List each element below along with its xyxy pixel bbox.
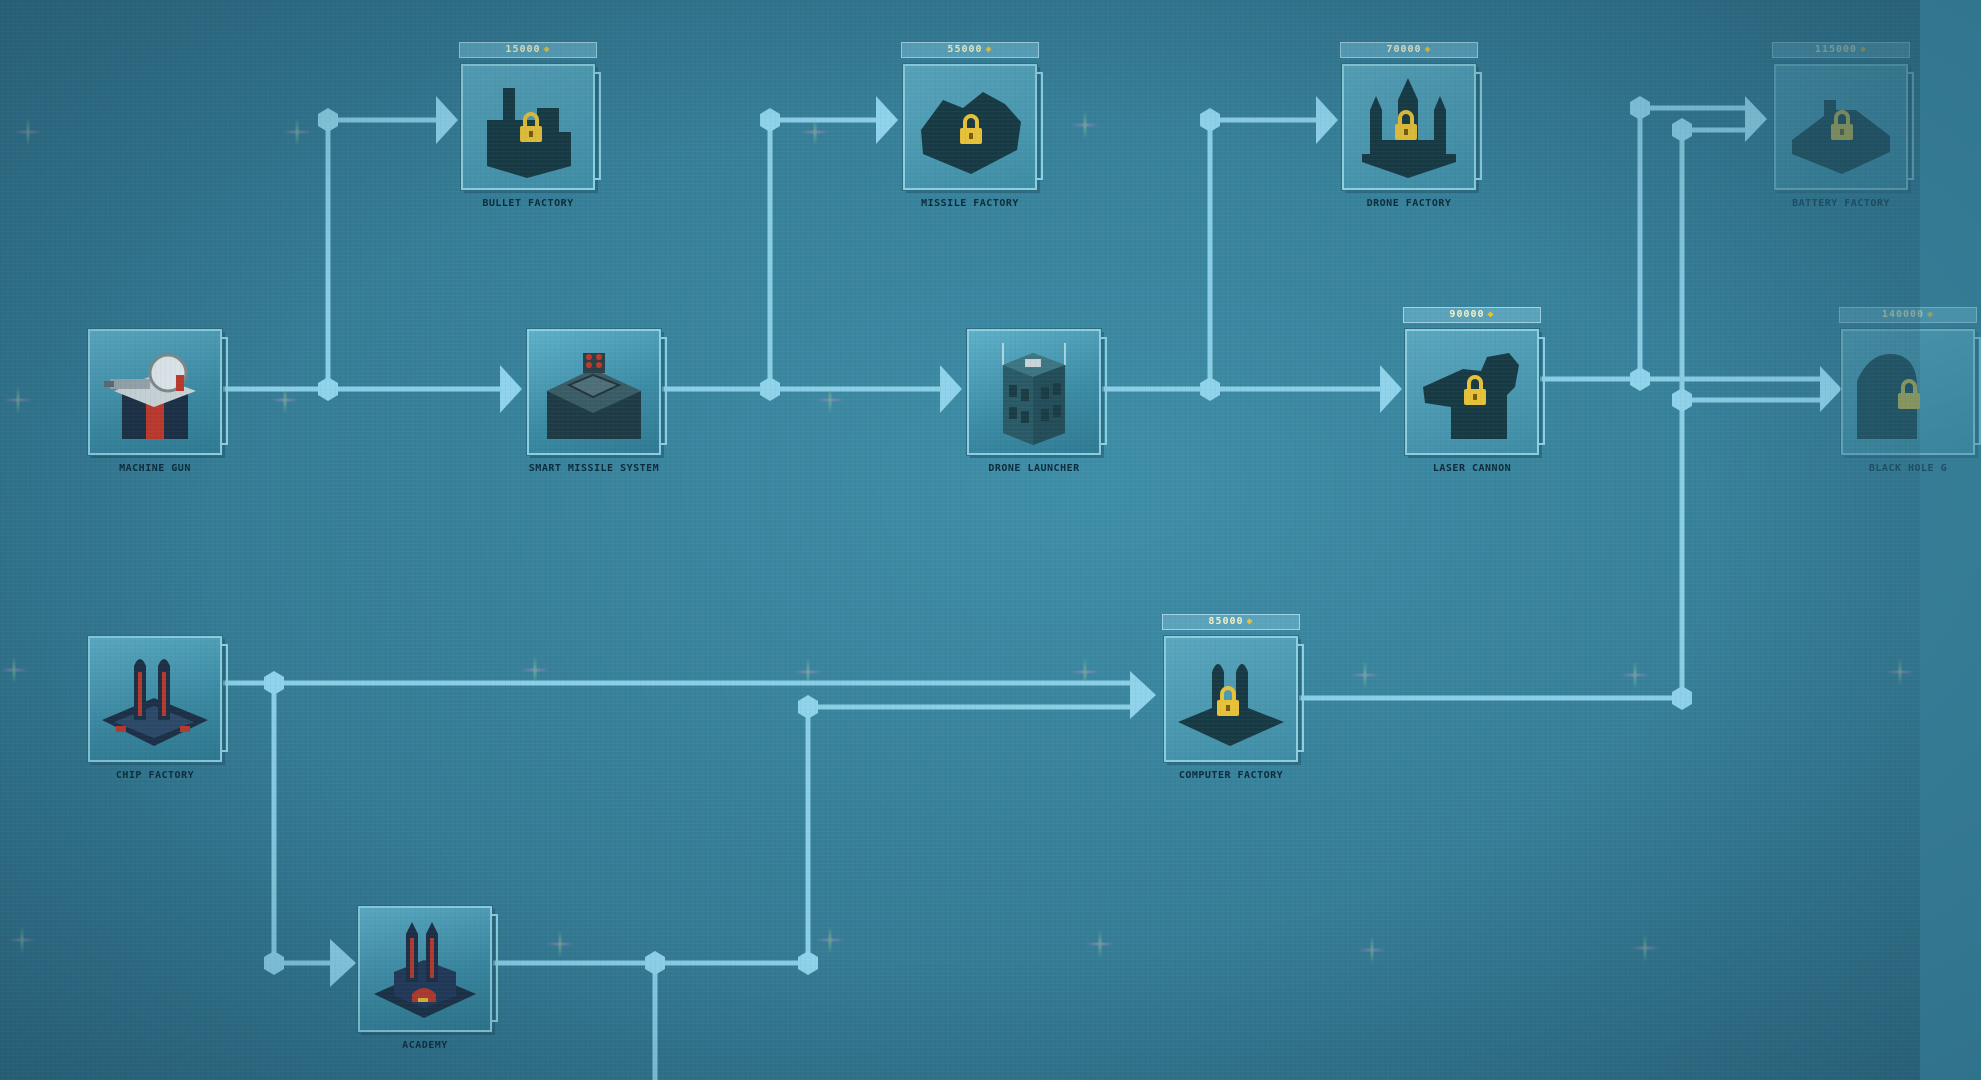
padlock-icon — [1217, 686, 1239, 716]
machine-gun-icon — [104, 353, 196, 439]
node-drone-factory[interactable]: 70000◆ DRONE FACTORY — [1340, 42, 1482, 209]
factory-silhouette-icon — [1362, 78, 1456, 178]
price-tag: 140000◆ — [1839, 307, 1977, 323]
node-frame — [1773, 63, 1914, 191]
node-computer-factory[interactable]: 85000◆ COMPUTER FACTORY — [1162, 614, 1304, 781]
price-tag: 90000◆ — [1403, 307, 1541, 323]
node-frame — [1163, 635, 1304, 763]
sparkle-decoration — [1071, 111, 1099, 139]
sparkle-decoration — [1071, 658, 1099, 686]
node-frame — [1840, 328, 1981, 456]
coin-icon: ◆ — [1927, 309, 1935, 320]
price-tag: 70000◆ — [1340, 42, 1478, 58]
node-frame — [87, 635, 228, 763]
coin-icon: ◆ — [1487, 309, 1495, 320]
node-battery-factory[interactable]: 115000◆ BATTERY FACTORY — [1772, 42, 1914, 209]
padlock-icon — [1395, 110, 1417, 140]
node-frame — [902, 63, 1043, 191]
sparkle-decoration — [4, 386, 32, 414]
node-bullet-factory[interactable]: 15000◆ BULLET FACTORY — [459, 42, 601, 209]
sparkle-decoration — [816, 926, 844, 954]
coin-icon: ◆ — [1860, 44, 1868, 55]
node-black-hole[interactable]: 140000◆ BLACK HOLE G — [1839, 307, 1981, 474]
sparkle-decoration — [816, 386, 844, 414]
missile-launcher-icon — [547, 353, 641, 439]
sparkle-decoration — [546, 930, 574, 958]
sparkle-decoration — [794, 658, 822, 686]
sparkle-decoration — [271, 386, 299, 414]
sparkle-decoration — [801, 118, 829, 146]
node-label: MISSILE FACTORY — [921, 198, 1019, 209]
factory-silhouette-icon — [487, 88, 571, 178]
sparkle-decoration — [283, 118, 311, 146]
node-missile-factory[interactable]: 55000◆ MISSILE FACTORY — [901, 42, 1043, 209]
sparkle-decoration — [1631, 934, 1659, 962]
sparkle-decoration — [1358, 936, 1386, 964]
coin-icon: ◆ — [543, 44, 551, 55]
node-label: CHIP FACTORY — [115, 770, 195, 781]
sparkle-decoration — [8, 926, 36, 954]
node-laser-cannon[interactable]: 90000◆ LASER CANNON — [1403, 307, 1545, 474]
node-label: LASER CANNON — [1432, 463, 1512, 474]
coin-icon: ◆ — [1246, 616, 1254, 627]
node-frame — [357, 905, 498, 1033]
price-tag: 55000◆ — [901, 42, 1039, 58]
node-label: DRONE FACTORY — [1366, 198, 1452, 209]
price-tag: 15000◆ — [459, 42, 597, 58]
sparkle-decoration — [1351, 661, 1379, 689]
node-label: DRONE LAUNCHER — [988, 463, 1080, 474]
node-label: MACHINE GUN — [119, 463, 191, 474]
node-label: BLACK HOLE G — [1868, 463, 1948, 474]
factory-silhouette-icon — [921, 92, 1021, 174]
drone-launcher-icon — [1002, 343, 1066, 445]
node-label: ACADEMY — [402, 1040, 448, 1051]
sparkle-decoration — [1886, 658, 1914, 686]
padlock-icon — [520, 112, 542, 142]
sparkle-decoration — [1086, 930, 1114, 958]
price-tag: 115000◆ — [1772, 42, 1910, 58]
tech-tree-links — [222, 96, 1842, 1080]
sparkle-decoration — [14, 118, 42, 146]
padlock-icon — [1898, 379, 1920, 409]
node-machine-gun[interactable]: MACHINE GUN — [87, 328, 228, 474]
cannon-silhouette-icon — [1423, 353, 1519, 439]
sparkle-decoration — [0, 656, 28, 684]
factory-silhouette-icon — [1178, 664, 1284, 746]
node-label: SMART MISSILE SYSTEM — [528, 463, 660, 474]
padlock-icon — [960, 114, 982, 144]
node-label: BATTERY FACTORY — [1792, 198, 1890, 209]
sparkle-decoration — [1621, 661, 1649, 689]
node-frame — [966, 328, 1107, 456]
sparkle-decoration — [521, 656, 549, 684]
node-label: COMPUTER FACTORY — [1178, 770, 1284, 781]
padlock-icon — [1831, 110, 1853, 140]
black-hole-silhouette-icon — [1857, 354, 1920, 439]
node-frame — [1341, 63, 1482, 191]
price-tag: 85000◆ — [1162, 614, 1300, 630]
node-chip-factory[interactable]: CHIP FACTORY — [87, 635, 228, 781]
node-smart-missile-system[interactable]: SMART MISSILE SYSTEM — [526, 328, 667, 474]
node-frame — [460, 63, 601, 191]
node-academy[interactable]: ACADEMY — [357, 905, 498, 1051]
coin-icon: ◆ — [1424, 44, 1432, 55]
coin-icon: ◆ — [985, 44, 993, 55]
node-drone-launcher[interactable]: DRONE LAUNCHER — [966, 328, 1107, 474]
node-frame — [87, 328, 228, 456]
node-frame — [1404, 328, 1545, 456]
chip-factory-icon — [102, 659, 208, 746]
factory-silhouette-icon — [1792, 100, 1890, 174]
padlock-icon — [1464, 375, 1486, 405]
academy-icon — [374, 922, 476, 1018]
node-frame — [526, 328, 667, 456]
node-label: BULLET FACTORY — [482, 198, 574, 209]
